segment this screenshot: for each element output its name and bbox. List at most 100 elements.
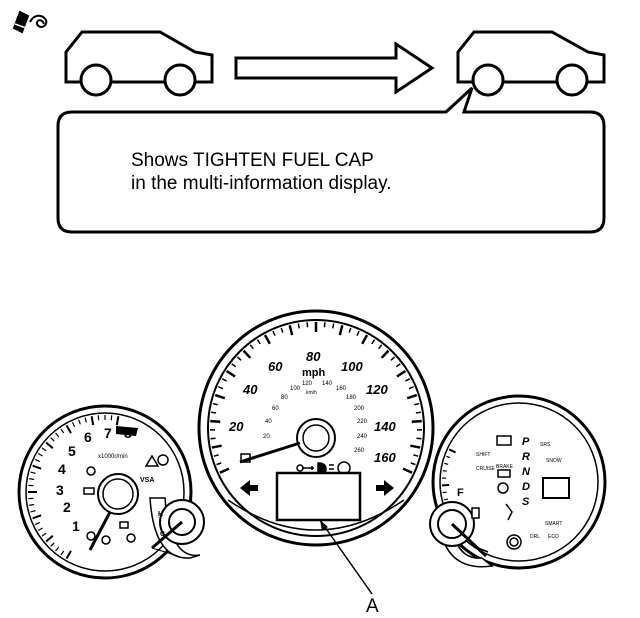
tick-mark <box>65 424 72 434</box>
kmh-tick-label: 260 <box>354 448 365 454</box>
tick-mark <box>55 546 60 552</box>
tick-mark <box>78 419 81 425</box>
vsa-indicator-label: VSA <box>140 477 154 484</box>
fuel-indicator-icons <box>496 435 522 550</box>
tach-tick-label: 2 <box>63 499 71 515</box>
tach-tick-label: 7 <box>104 425 112 441</box>
tach-unit-label: x1000r/min <box>98 454 128 460</box>
tick-mark <box>231 363 237 368</box>
tick-mark <box>32 464 42 470</box>
tach-warning-icons <box>83 454 169 545</box>
tick-mark <box>361 334 369 345</box>
callout-line-2: in the multi-information display. <box>131 173 392 194</box>
tick-mark <box>242 349 252 359</box>
tach-tick-label: 3 <box>56 482 64 498</box>
car-after-icon <box>456 30 606 97</box>
mph-tick-label: 20 <box>228 419 244 434</box>
gear-letters: P R N D S <box>522 436 531 508</box>
kmh-tick-label: 180 <box>346 395 357 401</box>
tick-mark <box>408 386 414 390</box>
tick-mark <box>211 444 222 449</box>
tick-mark <box>60 550 65 556</box>
kmh-tick-label: 20 <box>263 434 270 440</box>
tick-mark <box>348 327 352 333</box>
tick-mark <box>442 491 447 494</box>
kmh-tick-label: 220 <box>357 419 368 425</box>
tick-mark <box>34 521 40 526</box>
tach-tick-label: 1 <box>72 518 80 534</box>
turn-signal-right-icon <box>376 480 394 496</box>
tick-mark <box>218 386 224 390</box>
tick-mark <box>378 344 383 350</box>
tach-tick-label: 4 <box>58 461 66 477</box>
tick-mark <box>50 437 55 442</box>
tach-needle <box>88 511 112 551</box>
tick-mark <box>55 432 60 438</box>
tick-mark <box>60 428 65 434</box>
label-a: A <box>366 596 379 617</box>
kmh-tick-label: 140 <box>322 381 333 387</box>
kmh-tick-label: 200 <box>354 406 365 412</box>
tick-mark <box>236 356 242 361</box>
tick-mark <box>395 363 401 368</box>
tick-mark <box>30 471 36 474</box>
kmh-tick-label: 40 <box>265 419 272 425</box>
tick-mark <box>216 462 222 466</box>
gear-display <box>542 477 570 499</box>
indicator-label: SMART <box>545 521 562 527</box>
tick-mark <box>41 532 47 537</box>
tick-mark <box>338 325 344 336</box>
tick-mark <box>444 462 449 465</box>
tick-mark <box>405 378 411 382</box>
tick-mark <box>356 330 360 337</box>
tick-mark <box>210 419 221 423</box>
svg-text:H: H <box>158 511 163 518</box>
kmh-tick-label: 60 <box>272 406 279 412</box>
mph-unit-label: mph <box>302 367 326 379</box>
indicator-label: DRL <box>530 534 540 540</box>
turn-signal-left-icon <box>240 480 258 496</box>
tick-mark <box>84 417 87 423</box>
speedometer: 20 40 60 80 100 120 140 160 mph km/h 20 … <box>197 309 435 547</box>
mph-tick-label: 60 <box>268 359 283 374</box>
mph-tick-label: 140 <box>374 419 396 434</box>
temp-needle <box>151 520 183 550</box>
tick-mark <box>371 339 376 345</box>
mph-tick-label: 160 <box>374 450 396 465</box>
gear-letter: P <box>522 436 530 448</box>
tick-mark <box>29 478 35 481</box>
tick-mark <box>410 444 421 449</box>
svg-text:C: C <box>160 531 165 538</box>
tick-mark <box>380 349 390 359</box>
tick-mark <box>212 402 218 406</box>
fuel-needle <box>450 522 488 558</box>
leader-line-a <box>319 519 373 595</box>
tick-mark <box>38 527 43 532</box>
tick-mark <box>90 415 95 426</box>
tick-mark <box>406 393 418 400</box>
tick-mark <box>410 462 416 466</box>
car-before-icon <box>64 30 214 97</box>
fuel-gauge: F P R N D S BRAKE SMART DRL ECO SHIFT CR… <box>429 394 607 570</box>
fuel-indicator-labels: BRAKE SMART DRL ECO SHIFT CRUISE SNOW SR… <box>476 442 562 540</box>
tick-mark <box>29 503 35 506</box>
tick-mark <box>288 325 294 336</box>
mph-tick-labels: 20 40 60 80 100 120 140 160 <box>228 349 396 465</box>
indicator-label: SHIFT <box>476 452 490 458</box>
tick-mark <box>219 467 230 474</box>
tick-mark <box>71 421 76 427</box>
callout-line-1: Shows TIGHTEN FUEL CAP <box>131 150 374 171</box>
tick-mark <box>402 467 413 474</box>
tick-mark <box>415 411 421 414</box>
arrow-right-icon <box>234 41 435 95</box>
kmh-tick-labels: 20 40 60 80 100 120 140 160 180 200 220 … <box>263 381 368 454</box>
gear-letter: N <box>522 466 531 478</box>
fuel-full-label: F <box>457 487 464 499</box>
tick-mark <box>448 448 456 454</box>
tach-tick-label: 5 <box>68 443 76 459</box>
tick-mark <box>443 498 449 501</box>
key-icon <box>302 466 314 470</box>
indicator-label: SNOW <box>546 458 562 464</box>
tick-mark <box>45 441 54 450</box>
tach-redline <box>116 426 138 436</box>
